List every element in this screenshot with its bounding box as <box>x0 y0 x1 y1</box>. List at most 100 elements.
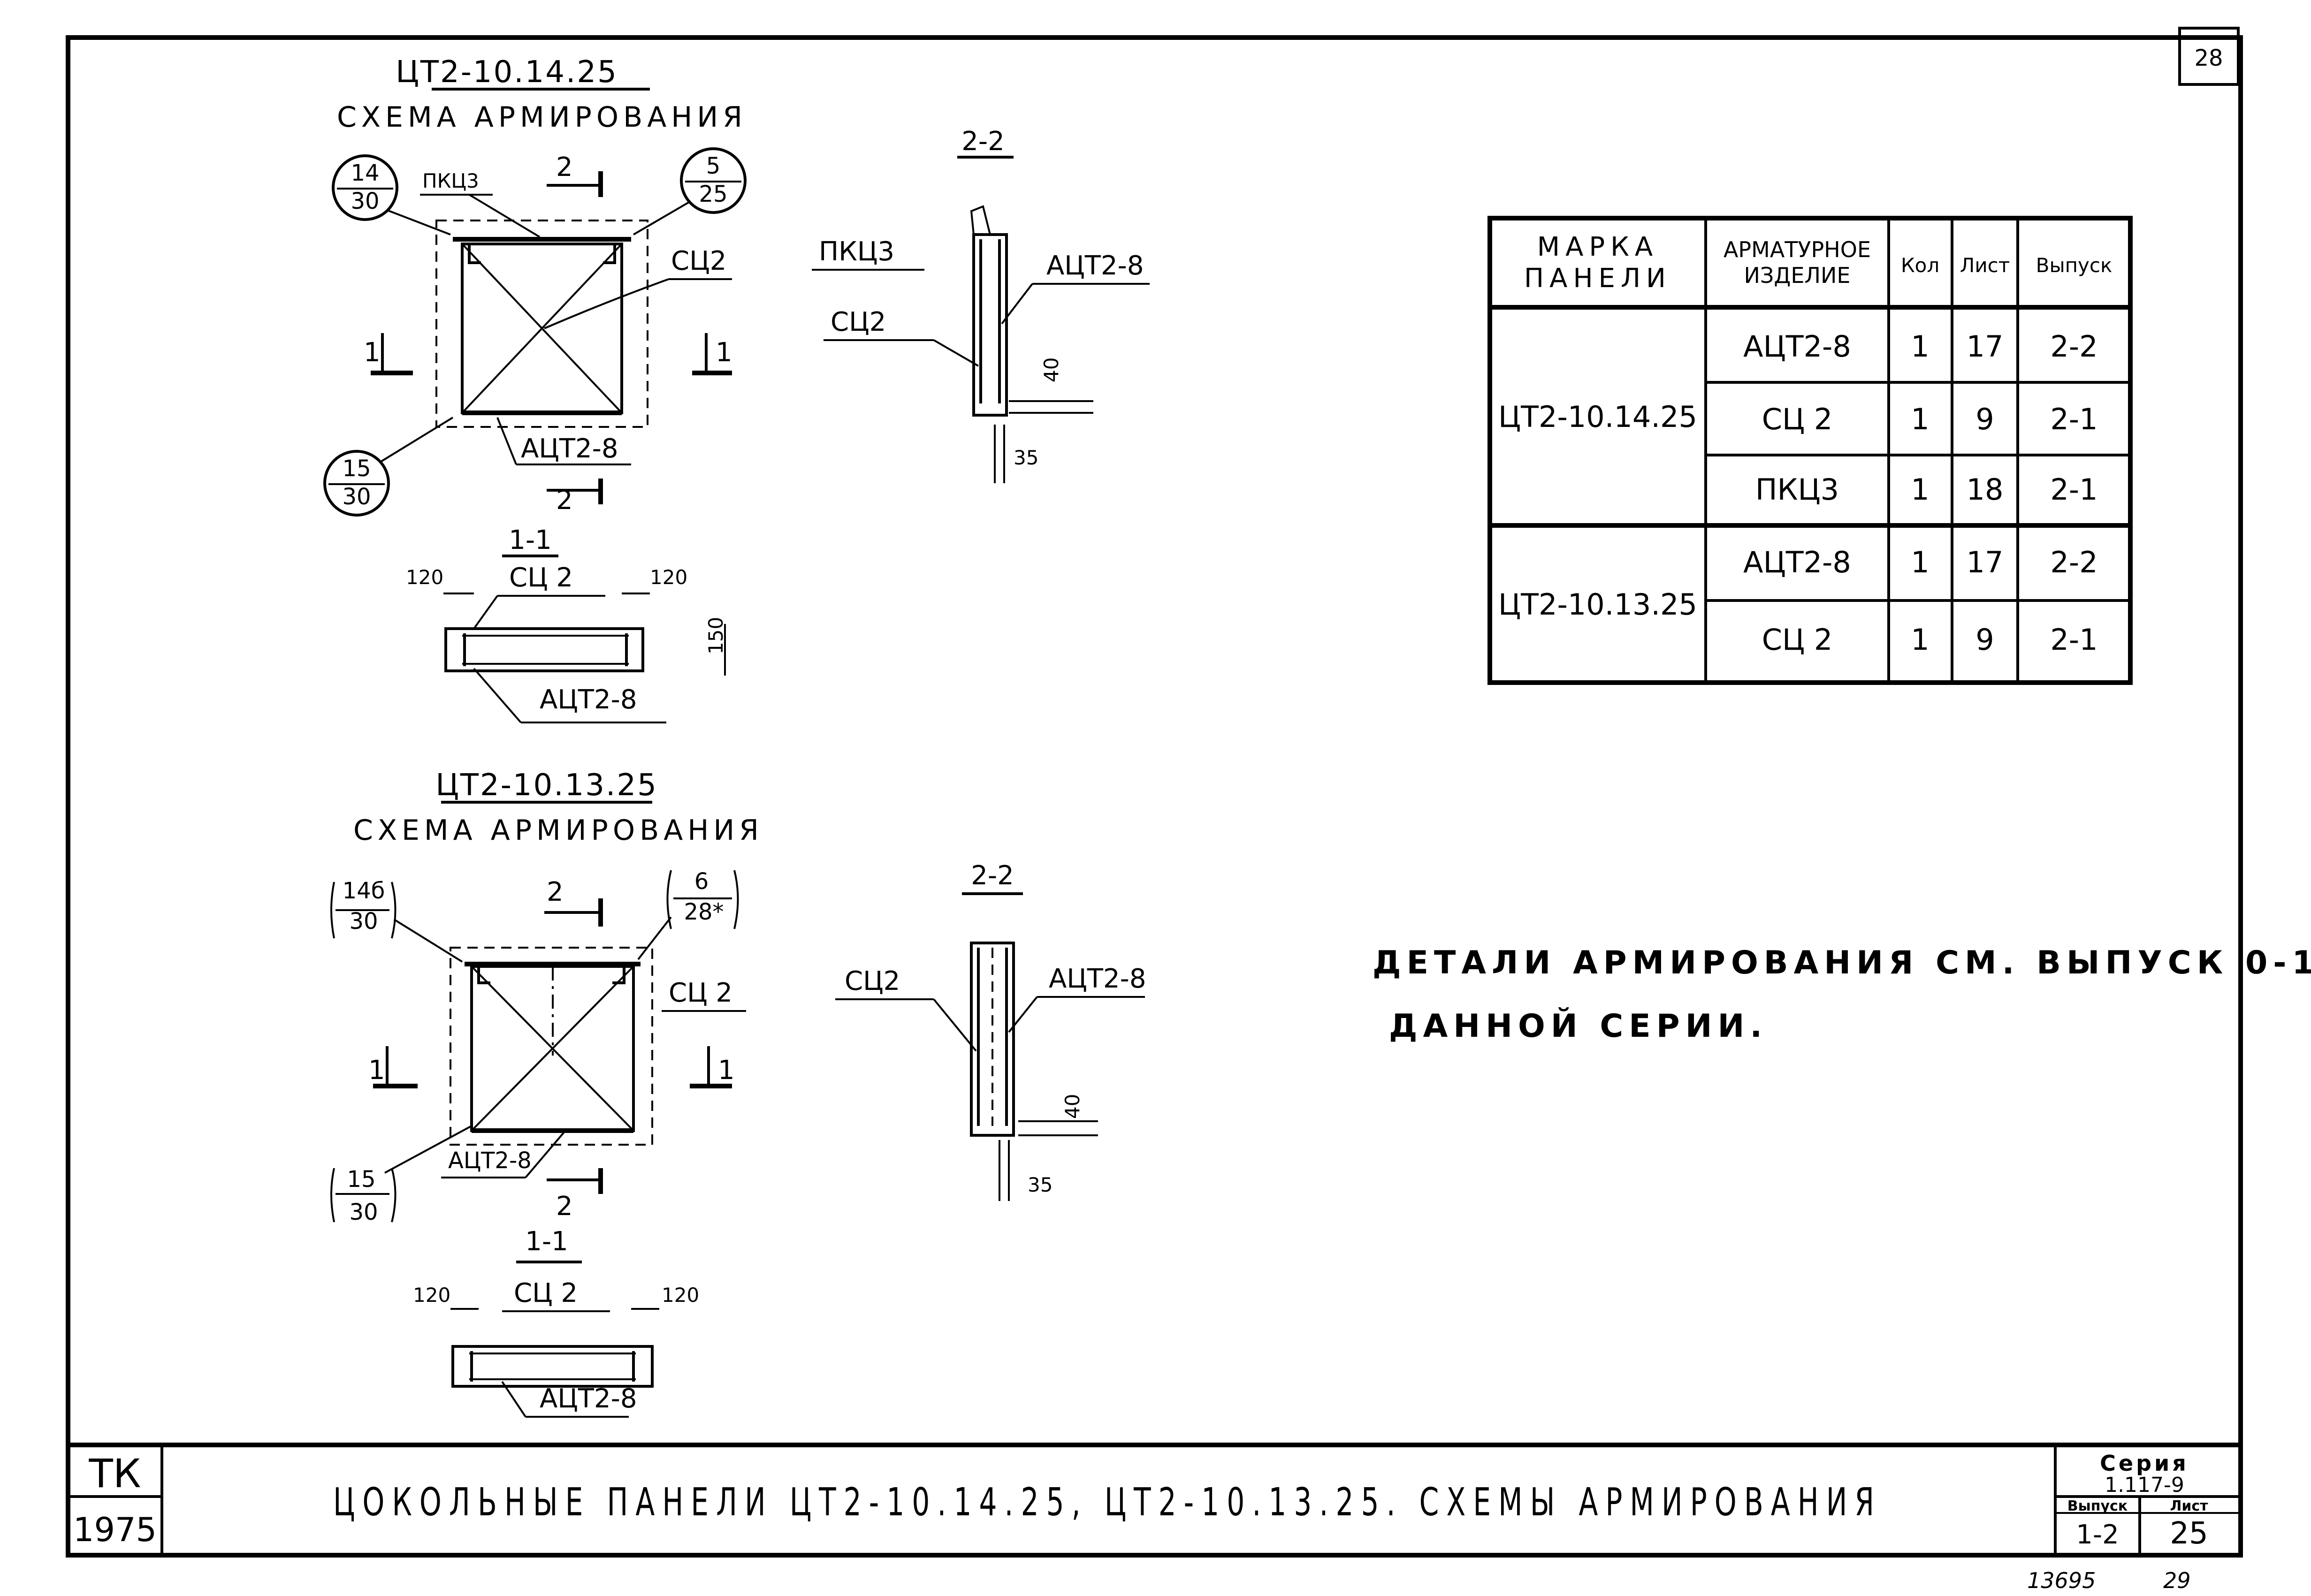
title-block-year: 1975 <box>73 1511 157 1549</box>
section-1-1-left-dim: 120 <box>406 566 443 589</box>
table-cell-item: СЦ 2 <box>1762 402 1833 436</box>
table-cell-item: СЦ 2 <box>1762 623 1833 657</box>
table-cell-issue: 2-1 <box>2050 623 2097 657</box>
scheme-1: ЦТ2-10.14.25 СХЕМА АРМИРОВАНИЯ 14 30 5 2… <box>323 55 1150 723</box>
table-cell-issue: 2-1 <box>2050 402 2097 436</box>
table-cell-issue: 2-1 <box>2050 472 2097 507</box>
issue-label: Выпуск <box>2067 1498 2128 1514</box>
scheme-2: ЦТ2-10.13.25 СХЕМА АРМИРОВАНИЯ 14б 30 6 … <box>330 768 1146 1418</box>
section-mark-num: 2 <box>556 152 573 182</box>
callout-top: 6 <box>694 868 709 895</box>
header-item: АРМАТУРНОЕ ИЗДЕЛИЕ <box>1723 236 1871 288</box>
table-row: АЦТ2-8 1 17 2-2 <box>1743 329 2097 364</box>
callout-circle: 15 30 <box>323 417 454 517</box>
table-cell-sheet: 17 <box>1967 545 2004 579</box>
section-1-1-bottom-label: АЦТ2-8 <box>540 1383 637 1414</box>
scheme-2-subtitle: СХЕМА АРМИРОВАНИЯ <box>353 814 763 847</box>
section-2-2-label: ПКЦ3 <box>819 236 894 267</box>
label-act: АЦТ2-8 <box>521 433 618 464</box>
title-block-org: ТК <box>89 1451 141 1497</box>
table-cell-qty: 1 <box>1911 329 1929 364</box>
series-label: Серия <box>2100 1451 2189 1476</box>
section-2-2-label: АЦТ2-8 <box>1049 964 1146 994</box>
callout-bottom: 30 <box>349 1199 378 1225</box>
callout-circle: 6 28* <box>637 868 739 960</box>
table-cell-qty: 1 <box>1911 472 1929 507</box>
section-2-2-dim-h: 35 <box>1014 446 1038 469</box>
section-2-2-dim-v: 40 <box>1061 1094 1084 1119</box>
section-1-1-height-dim: 150 <box>704 617 727 654</box>
section-mark-num: 2 <box>556 1191 573 1222</box>
callout-top: 14 <box>351 160 379 186</box>
note-line-2: ДАННОЙ СЕРИИ. <box>1389 1007 1768 1045</box>
header-qty: Кол <box>1901 254 1939 277</box>
table-cell-issue: 2-2 <box>2050 329 2097 364</box>
table-cell-item: ПКЦ3 <box>1755 472 1839 507</box>
table-cell-sheet: 17 <box>1967 329 2004 364</box>
header-issue: Выпуск <box>2036 254 2113 277</box>
scheme-2-mark: ЦТ2-10.13.25 <box>435 768 658 803</box>
section-2-2-label: СЦ2 <box>831 307 886 337</box>
section-side-num: 1 <box>368 1055 385 1086</box>
section-1-1-bottom-label: АЦТ2-8 <box>540 684 637 715</box>
table-cell-sheet: 9 <box>1975 402 1994 436</box>
callout-bottom: 25 <box>699 181 727 207</box>
reinforcement-table: МАРКА ПАНЕЛИ АРМАТУРНОЕ ИЗДЕЛИЕ Кол Лист… <box>1487 216 2133 685</box>
scheme-1-mark: ЦТ2-10.14.25 <box>396 55 618 90</box>
label-sc: СЦ2 <box>671 246 726 276</box>
callout-top: 14б <box>343 878 385 904</box>
table-cell-item: АЦТ2-8 <box>1743 329 1851 364</box>
note-line-1: ДЕТАЛИ АРМИРОВАНИЯ СМ. ВЫПУСК 0-1 <box>1373 944 2311 981</box>
series-value: 1.117-9 <box>2105 1473 2184 1497</box>
callout-circle: 15 30 <box>330 1125 472 1225</box>
table-row: СЦ 2 1 9 2-1 <box>1762 623 2098 657</box>
section-2-2-dim-v: 40 <box>1040 357 1063 382</box>
section-side-num: 1 <box>718 1055 735 1086</box>
callout-circle: 14б 30 <box>330 878 463 963</box>
table-cell-sheet: 18 <box>1967 472 2004 507</box>
callout-top: 5 <box>706 153 721 179</box>
issue-value: 1-2 <box>2076 1520 2119 1550</box>
table-panel-cell: ЦТ2-10.14.25 <box>1498 400 1697 434</box>
section-1-1-top-label: СЦ 2 <box>514 1278 578 1308</box>
inventory-number: 13695 <box>2027 1568 2096 1593</box>
callout-bottom: 30 <box>342 484 371 510</box>
scheme-1-subtitle: СХЕМА АРМИРОВАНИЯ <box>337 101 747 134</box>
section-2-2-label: СЦ2 <box>845 966 900 996</box>
table-cell-issue: 2-2 <box>2050 545 2097 579</box>
callout-bottom: 30 <box>349 908 378 935</box>
header-panel-mark: МАРКА ПАНЕЛИ <box>1524 231 1671 294</box>
table-cell-item: АЦТ2-8 <box>1743 545 1851 579</box>
callout-circle: 5 25 <box>633 147 747 236</box>
table-cell-sheet: 9 <box>1975 623 1994 657</box>
section-side-num: 1 <box>364 337 381 368</box>
title-block: ТК 1975 ЦОКОЛЬНЫЕ ПАНЕЛИ ЦТ2-10.14.25, Ц… <box>68 1443 2241 1555</box>
callout-top: 15 <box>342 456 371 482</box>
label-pkc: ПКЦ3 <box>422 169 479 192</box>
table-row: АЦТ2-8 1 17 2-2 <box>1743 545 2097 579</box>
callout-circle: 14 30 <box>332 154 451 236</box>
section-2-2-title: 2-2 <box>961 126 1004 157</box>
table-row: СЦ 2 1 9 2-1 <box>1762 402 2098 436</box>
table-cell-qty: 1 <box>1911 402 1929 436</box>
table-row: ПКЦ3 1 18 2-1 <box>1755 472 2098 507</box>
table-cell-qty: 1 <box>1911 545 1929 579</box>
callout-bottom: 30 <box>351 188 379 214</box>
title-block-title: ЦОКОЛЬНЫЕ ПАНЕЛИ ЦТ2-10.14.25, ЦТ2-10.13… <box>333 1480 1882 1525</box>
page-number-box <box>2178 27 2240 86</box>
section-side-num: 1 <box>716 337 732 368</box>
sheet-frame <box>66 35 2243 1558</box>
callout-top: 15 <box>347 1166 375 1193</box>
section-2-2-title: 2-2 <box>971 860 1014 891</box>
section-1-1-title: 1-1 <box>509 525 551 555</box>
section-1-1-left-dim: 120 <box>413 1284 450 1307</box>
table-panel-cell: ЦТ2-10.13.25 <box>1498 587 1697 622</box>
callout-bottom: 28* <box>684 899 724 925</box>
section-1-1-right-dim: 120 <box>650 566 687 589</box>
label-act: АЦТ2-8 <box>448 1148 532 1174</box>
footer-page-number: 29 <box>2163 1568 2191 1593</box>
sheet-value: 25 <box>2170 1516 2208 1551</box>
section-1-1-right-dim: 120 <box>662 1284 699 1307</box>
label-sc: СЦ 2 <box>669 978 732 1008</box>
